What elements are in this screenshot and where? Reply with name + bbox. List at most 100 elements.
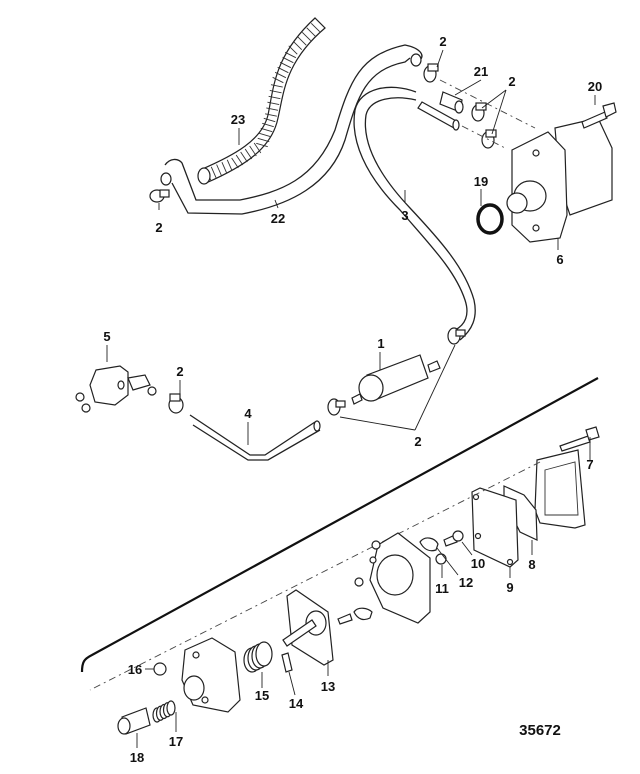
hose-clamp-filter-right[interactable] — [447, 327, 466, 345]
callout-3[interactable]: 3 — [401, 208, 408, 223]
pin-14[interactable] — [281, 652, 293, 673]
hose-rib — [306, 27, 316, 37]
hose-rib — [263, 117, 276, 123]
pump-body[interactable] — [354, 532, 431, 624]
callout-4[interactable]: 4 — [244, 406, 252, 421]
hose-rib — [310, 22, 321, 33]
hose-rib — [274, 71, 287, 79]
callout-12[interactable]: 12 — [459, 575, 473, 590]
callout-1[interactable]: 1 — [377, 336, 384, 351]
hose-rib — [297, 36, 307, 46]
hose-clamp-left[interactable] — [149, 189, 170, 203]
screw-10[interactable] — [443, 530, 464, 547]
hose-rib — [269, 90, 282, 94]
callout-22[interactable]: 22 — [271, 211, 285, 226]
hose-clamp-filter-left[interactable] — [327, 398, 346, 416]
alignment-line — [89, 461, 541, 691]
hose-rib — [277, 66, 289, 74]
callout-21[interactable]: 21 — [474, 64, 488, 79]
callout-9[interactable]: 9 — [506, 580, 513, 595]
callout-2[interactable]: 2 — [414, 434, 421, 449]
nut-11[interactable] — [435, 553, 447, 565]
spring-coil — [255, 641, 273, 667]
hose-rib — [249, 145, 257, 157]
spring-15[interactable] — [243, 641, 273, 673]
pump-cover[interactable] — [534, 449, 586, 529]
check-valve-lower[interactable] — [353, 607, 373, 621]
hose-rib — [216, 164, 222, 176]
spring-17[interactable] — [152, 700, 176, 723]
gasket-9[interactable] — [471, 487, 519, 568]
fuel-filter-1[interactable] — [351, 354, 441, 405]
fuel-hose-4[interactable] — [189, 414, 321, 461]
hose-rib — [270, 84, 283, 88]
hose-rib — [282, 56, 294, 64]
screw-7[interactable] — [559, 426, 600, 452]
callout-14[interactable]: 14 — [289, 696, 304, 711]
hose-rib — [272, 76, 284, 84]
hose-rib — [256, 142, 268, 148]
o-ring-19[interactable] — [476, 203, 504, 235]
callout-2[interactable]: 2 — [155, 220, 162, 235]
spring-coil — [166, 700, 176, 716]
leader-lines — [106, 49, 596, 748]
hose-clamp-4[interactable] — [168, 393, 184, 414]
callout-13[interactable]: 13 — [321, 679, 335, 694]
reference-number: 35672 — [519, 722, 561, 739]
hose-rib — [301, 31, 312, 42]
callout-15[interactable]: 15 — [255, 688, 269, 703]
check-valve-12[interactable] — [419, 537, 439, 552]
callout-18[interactable]: 18 — [130, 750, 144, 765]
callout-2[interactable]: 2 — [176, 364, 183, 379]
hose-rib — [284, 51, 297, 59]
callout-2[interactable]: 2 — [439, 34, 446, 49]
hose-rib — [262, 122, 274, 128]
hose-clamp-top[interactable] — [423, 63, 439, 83]
callout-2[interactable]: 2 — [508, 74, 515, 89]
callout-17[interactable]: 17 — [169, 734, 183, 749]
fuel-hose-22[interactable] — [160, 44, 423, 215]
callout-20[interactable]: 20 — [588, 79, 602, 94]
hose-rib — [267, 101, 280, 105]
plunger-18[interactable] — [117, 707, 151, 735]
hose-rib — [253, 142, 262, 154]
callout-8[interactable]: 8 — [528, 557, 535, 572]
screw-small[interactable] — [337, 613, 353, 625]
callout-23[interactable]: 23 — [231, 112, 245, 127]
hose-rib — [210, 166, 217, 179]
short-hose[interactable] — [417, 101, 460, 131]
hose-rib — [260, 127, 273, 133]
fuel-pump-6[interactable] — [506, 117, 613, 243]
callout-10[interactable]: 10 — [471, 556, 485, 571]
callout-11[interactable]: 11 — [435, 581, 449, 596]
fuel-connector-5[interactable] — [75, 365, 157, 413]
callout-16[interactable]: 16 — [128, 662, 142, 677]
hose-rib — [268, 95, 281, 100]
callout-6[interactable]: 6 — [556, 252, 563, 267]
callout-labels: 23 22 2 2 21 2 19 3 6 20 5 2 1 4 2 7 8 9… — [103, 34, 602, 765]
alignment-line — [461, 125, 506, 149]
hose-rib — [244, 148, 253, 160]
callout-5[interactable]: 5 — [103, 329, 110, 344]
hose-clamp-mid2[interactable] — [481, 129, 497, 149]
hose-rib — [235, 154, 244, 166]
callout-19[interactable]: 19 — [474, 174, 488, 189]
hose-rib — [292, 40, 303, 51]
hose-rib — [257, 137, 270, 143]
diaphragm-plate-13[interactable] — [282, 589, 334, 666]
hose-rib — [266, 107, 279, 111]
section-divider — [80, 377, 599, 673]
nut-16[interactable] — [153, 662, 167, 676]
corrugated-hose-23[interactable] — [197, 17, 326, 185]
pump-base[interactable] — [181, 637, 241, 713]
hose-rib — [221, 161, 228, 174]
hose-rib — [231, 157, 239, 169]
hose-clamp-mid1[interactable] — [471, 102, 487, 122]
screw-20[interactable] — [581, 102, 617, 129]
fuel-hose-3[interactable] — [353, 86, 476, 341]
hose-rib — [279, 61, 292, 69]
callout-7[interactable]: 7 — [586, 457, 593, 472]
fitting-21[interactable] — [439, 91, 464, 114]
hose-rib — [259, 132, 271, 138]
hose-rib — [288, 45, 298, 55]
